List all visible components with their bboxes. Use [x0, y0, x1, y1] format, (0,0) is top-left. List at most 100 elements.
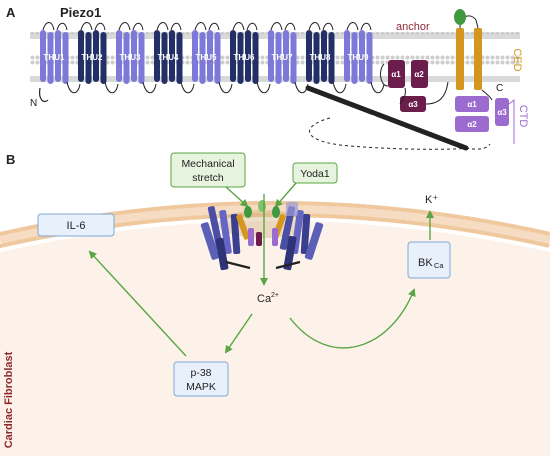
channel-part — [272, 228, 278, 246]
channel-blade — [230, 213, 241, 255]
yoda1-label: Yoda1 — [300, 168, 330, 180]
thu-helix — [321, 30, 327, 82]
thu-helix — [131, 30, 137, 82]
thu-label: THU9 — [348, 53, 369, 62]
thu-helix — [344, 30, 350, 82]
thu-helix — [351, 32, 358, 84]
il6-label: IL-6 — [67, 220, 86, 232]
channel-part — [272, 206, 280, 218]
channel-blade — [283, 235, 297, 271]
il6-box: IL-6 — [37, 213, 115, 237]
thu-helix — [100, 32, 107, 84]
thu-domain-5: THU5 — [192, 22, 233, 94]
thu-helix — [62, 32, 69, 84]
channel-blade — [304, 222, 324, 260]
thu-domain-7: THU7 — [268, 22, 309, 94]
thu-label: THU8 — [310, 53, 331, 62]
thu-label: THU2 — [82, 53, 103, 62]
thu-domain-3: THU3 — [116, 22, 157, 94]
panel-b-label: B — [6, 152, 15, 167]
thu-helix — [359, 30, 365, 82]
thu-helix — [237, 32, 244, 84]
thu-label: THU5 — [196, 53, 217, 62]
anchor-helix-2: α2 — [414, 70, 424, 79]
anchor-helix-3: α3 — [408, 100, 418, 109]
p38-line1: p-38 — [190, 367, 211, 379]
calcium-label: Ca 2+ — [257, 292, 279, 305]
thu-helix — [192, 30, 198, 82]
cap-icon — [454, 9, 466, 25]
thu-helix — [275, 32, 282, 84]
thu-domain-2: THU2 — [78, 22, 119, 94]
c-terminus: C — [496, 83, 503, 94]
piezo1-channel-icon — [200, 194, 324, 286]
thu-helix — [268, 30, 274, 82]
n-terminus-line — [39, 87, 49, 103]
channel-blade — [300, 213, 311, 255]
thu-helix — [169, 30, 175, 82]
thu-helix — [283, 30, 289, 82]
thu-helix — [245, 30, 251, 82]
channel-part — [258, 200, 266, 212]
thu-label: THU3 — [120, 53, 141, 62]
channel-part — [236, 214, 250, 240]
thu-helix — [85, 32, 92, 84]
thu-helix — [47, 32, 54, 84]
thu-helix — [176, 32, 183, 84]
potassium-label: K⁺ — [425, 194, 438, 206]
thu-helix — [40, 30, 46, 82]
ced-label: CED — [511, 48, 523, 71]
thu-helix — [230, 30, 236, 82]
n-terminus: N — [30, 98, 37, 109]
thu-helix — [154, 30, 160, 82]
p38-mapk-box: p-38 MAPK — [173, 361, 229, 397]
thu-helix — [366, 32, 373, 84]
thu-helix — [138, 32, 145, 84]
p38-line2: MAPK — [186, 381, 216, 393]
mechanical-stretch-box: Mechanical stretch — [170, 152, 246, 188]
thu-domain-6: THU6 — [230, 22, 271, 94]
thu-domain-8: THU8 — [306, 22, 347, 94]
thu-helix — [116, 30, 122, 82]
thu-domain-1: THU1 — [40, 22, 81, 94]
mechanical-stretch-line2: stretch — [192, 172, 224, 184]
channel-part — [275, 260, 301, 270]
yoda1-box: Yoda1 — [292, 162, 338, 184]
channel-part — [286, 202, 298, 216]
thu-helix — [207, 30, 213, 82]
cell-label: Cardiac Fibroblast — [3, 351, 15, 448]
thu-domain-9: THU9 — [344, 22, 385, 94]
bkca-box: BK Ca — [407, 241, 451, 279]
thu-helix — [93, 30, 99, 82]
thu-label: THU4 — [158, 53, 179, 62]
protein-name: Piezo1 — [60, 5, 101, 20]
thu-helix — [252, 32, 259, 84]
channel-part — [225, 260, 251, 270]
panel-a-label: A — [6, 5, 16, 20]
thu-helix — [214, 32, 221, 84]
thu-helix — [123, 32, 130, 84]
thu-helix — [328, 32, 335, 84]
ctd-domain: α1 α2 α3 CTD C — [455, 83, 529, 144]
panel-b: B Cardiac Fibroblast Mechanical stretch … — [0, 152, 550, 456]
thu-label: THU6 — [234, 53, 255, 62]
ced-domain: CED — [454, 9, 523, 90]
channel-blade — [279, 206, 296, 250]
bkca-main: BK — [418, 257, 433, 269]
thu-label: THU7 — [272, 53, 293, 62]
ctd-label: CTD — [517, 105, 529, 128]
thu-helix — [199, 32, 206, 84]
calcium-superscript: 2+ — [271, 292, 279, 299]
mechanical-stretch-line1: Mechanical — [181, 158, 234, 170]
thu-helix — [306, 30, 312, 82]
channel-part — [256, 232, 262, 246]
membrane-a — [30, 32, 520, 84]
ctd-helix-3: α3 — [497, 108, 507, 117]
thu-helix — [55, 30, 61, 82]
bkca-subscript: Ca — [434, 261, 444, 270]
channel-part — [244, 206, 252, 218]
